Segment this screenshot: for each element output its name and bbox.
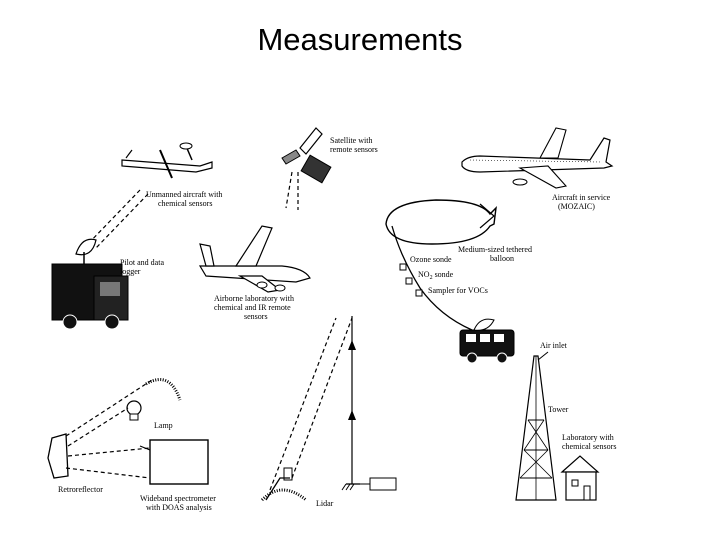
pilot-label: Pilot and data logger <box>120 258 166 276</box>
sonde-boxes <box>399 263 423 297</box>
lidar-label: Lidar <box>316 499 334 508</box>
laboratory-label: Laboratory with chemical sensors <box>562 433 616 451</box>
slide-title: Measurements <box>257 22 463 57</box>
unmanned-aircraft-label: Unmanned aircraft with chemical sensors <box>146 190 224 208</box>
satellite-label: Satellite with remote sensors <box>330 136 378 154</box>
lamp-label: Lamp <box>154 421 173 430</box>
ozone-sonde-label: Ozone sonde <box>410 255 452 264</box>
satellite-icon <box>281 127 332 210</box>
spectrometer-label: Wideband spectrometer with DOAS analysis <box>140 494 218 512</box>
pilot-truck-icon <box>51 238 129 330</box>
air-inlet-label: Air inlet <box>540 341 568 350</box>
airborne-lab-icon <box>198 225 311 293</box>
aircraft-in-service-label: Aircraft in service (MOZAIC) <box>552 193 612 211</box>
lidar-laser-box <box>369 477 397 491</box>
no2-sonde-label: NO2 sonde <box>418 270 454 281</box>
tower-label: Tower <box>548 405 569 414</box>
tethered-balloon-icon <box>385 199 497 245</box>
laboratory-icon <box>560 455 600 501</box>
ground-van-icon <box>459 318 515 364</box>
unmanned-aircraft-icon <box>121 142 213 179</box>
aircraft-in-service-icon <box>461 127 614 189</box>
airborne-lab-label: Airborne laboratory with chemical and IR… <box>214 294 296 321</box>
retroreflector-label: Retroreflector <box>58 485 103 494</box>
spectrometer-icon <box>139 439 209 485</box>
balloon-label: Medium-sized tethered balloon <box>458 245 534 263</box>
retroreflector-icon <box>47 433 69 479</box>
lidar-icon <box>260 467 307 502</box>
lamp-icon <box>126 378 182 421</box>
sampler-label: Sampler for VOCs <box>428 286 488 295</box>
tower-icon <box>515 351 557 501</box>
